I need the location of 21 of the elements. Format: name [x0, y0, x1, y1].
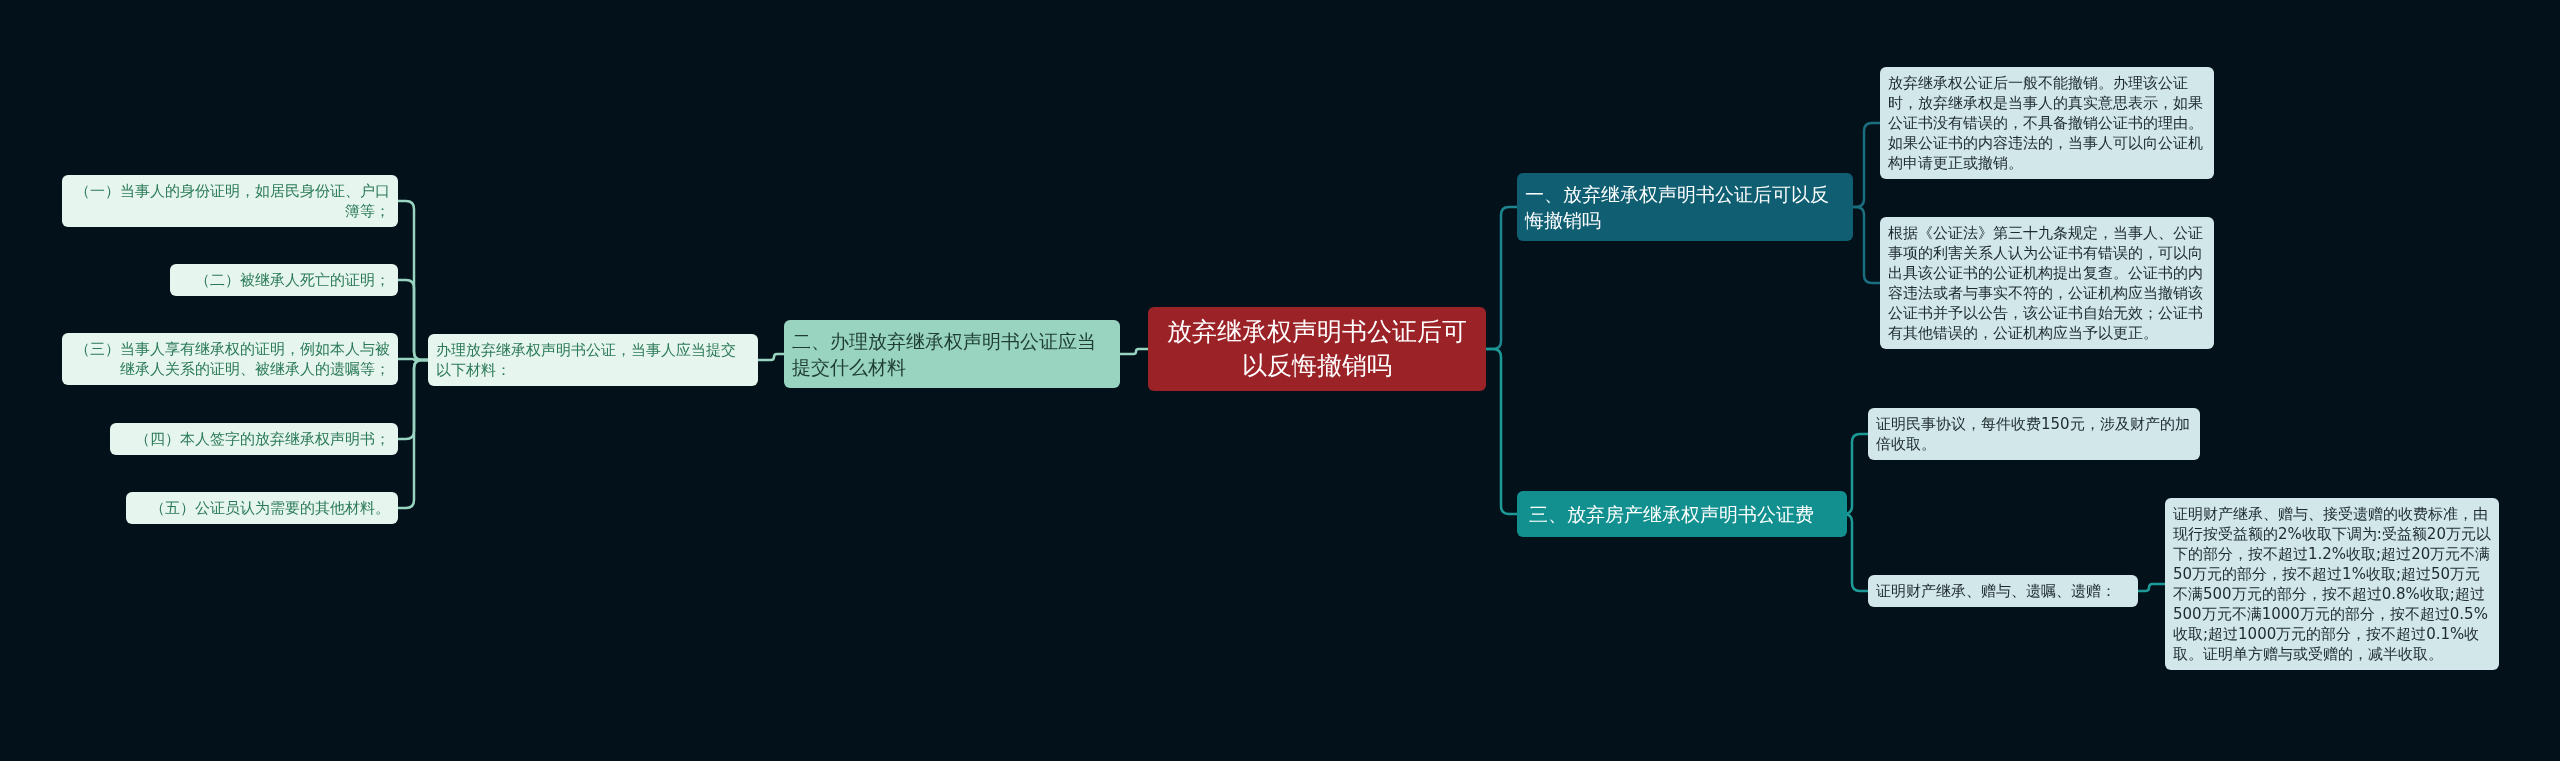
note-box: 放弃继承权公证后一般不能撤销。办理该公证时，放弃继承权是当事人的真实意思表示，如果公证书没有错误的，不具备撤销公证书的理由。如果公证书的内容违法的，当事人可以向公证机构申请更正或撤销。 — [1880, 67, 2214, 179]
connector-line — [1120, 347, 1148, 356]
topic-box: 三、放弃房产继承权声明书公证费 — [1517, 491, 1847, 537]
subtopic-box: 办理放弃继承权声明书公证，当事人应当提交以下材料： — [428, 334, 758, 386]
topic-box: 一、放弃继承权声明书公证后可以反悔撤销吗 — [1517, 173, 1853, 241]
note-box: 证明财产继承、赠与、接受遗赠的收费标准，由现行按受益额的2%收取下调为:受益额20万元以下的部分，按不超过1.2%收取;超过20万元不满50万元的部分，按不超过1%收取;超过50万元不满500万元的部分，按不超过0.8%收取;超过500万元不满1000万元的部分，按不超过0.5%收取;超过1000万元的部分，按不超过0.1%收取。证明单方赠与或受赠的，减半收取。 — [2165, 498, 2499, 670]
connector-line — [1486, 347, 1517, 516]
connector-line — [2138, 582, 2165, 593]
leaf-box: （三）当事人享有继承权的证明，例如本人与被继承人关系的证明、被继承人的遗嘱等； — [62, 333, 398, 385]
leaf-box: （四）本人签字的放弃继承权声明书； — [110, 423, 398, 455]
connector-line — [1853, 205, 1880, 285]
connector-line — [758, 352, 784, 362]
note-box: 根据《公证法》第三十九条规定，当事人、公证事项的利害关系人认为公证书有错误的，可以向出具该公证书的公证机构提出复查。公证书的内容违法或者与事实不符的，公证机构应当撤销该公证书并予以公告，该公证书自始无效；公证书有其他错误的，公证机构应当予以更正。 — [1880, 217, 2214, 349]
note-box: 证明财产继承、赠与、遗嘱、遗赠： — [1868, 575, 2138, 607]
topic-box: 二、办理放弃继承权声明书公证应当提交什么材料 — [784, 320, 1120, 388]
leaf-box: （五）公证员认为需要的其他材料。 — [126, 492, 398, 524]
leaf-box: （一）当事人的身份证明，如居民身份证、户口簿等； — [62, 175, 398, 227]
central-topic: 放弃继承权声明书公证后可以反悔撤销吗 — [1148, 307, 1486, 391]
note-box: 证明民事协议，每件收费150元，涉及财产的加倍收取。 — [1868, 408, 2200, 460]
connector-line — [398, 358, 428, 510]
leaf-box: （二）被继承人死亡的证明； — [170, 264, 398, 296]
